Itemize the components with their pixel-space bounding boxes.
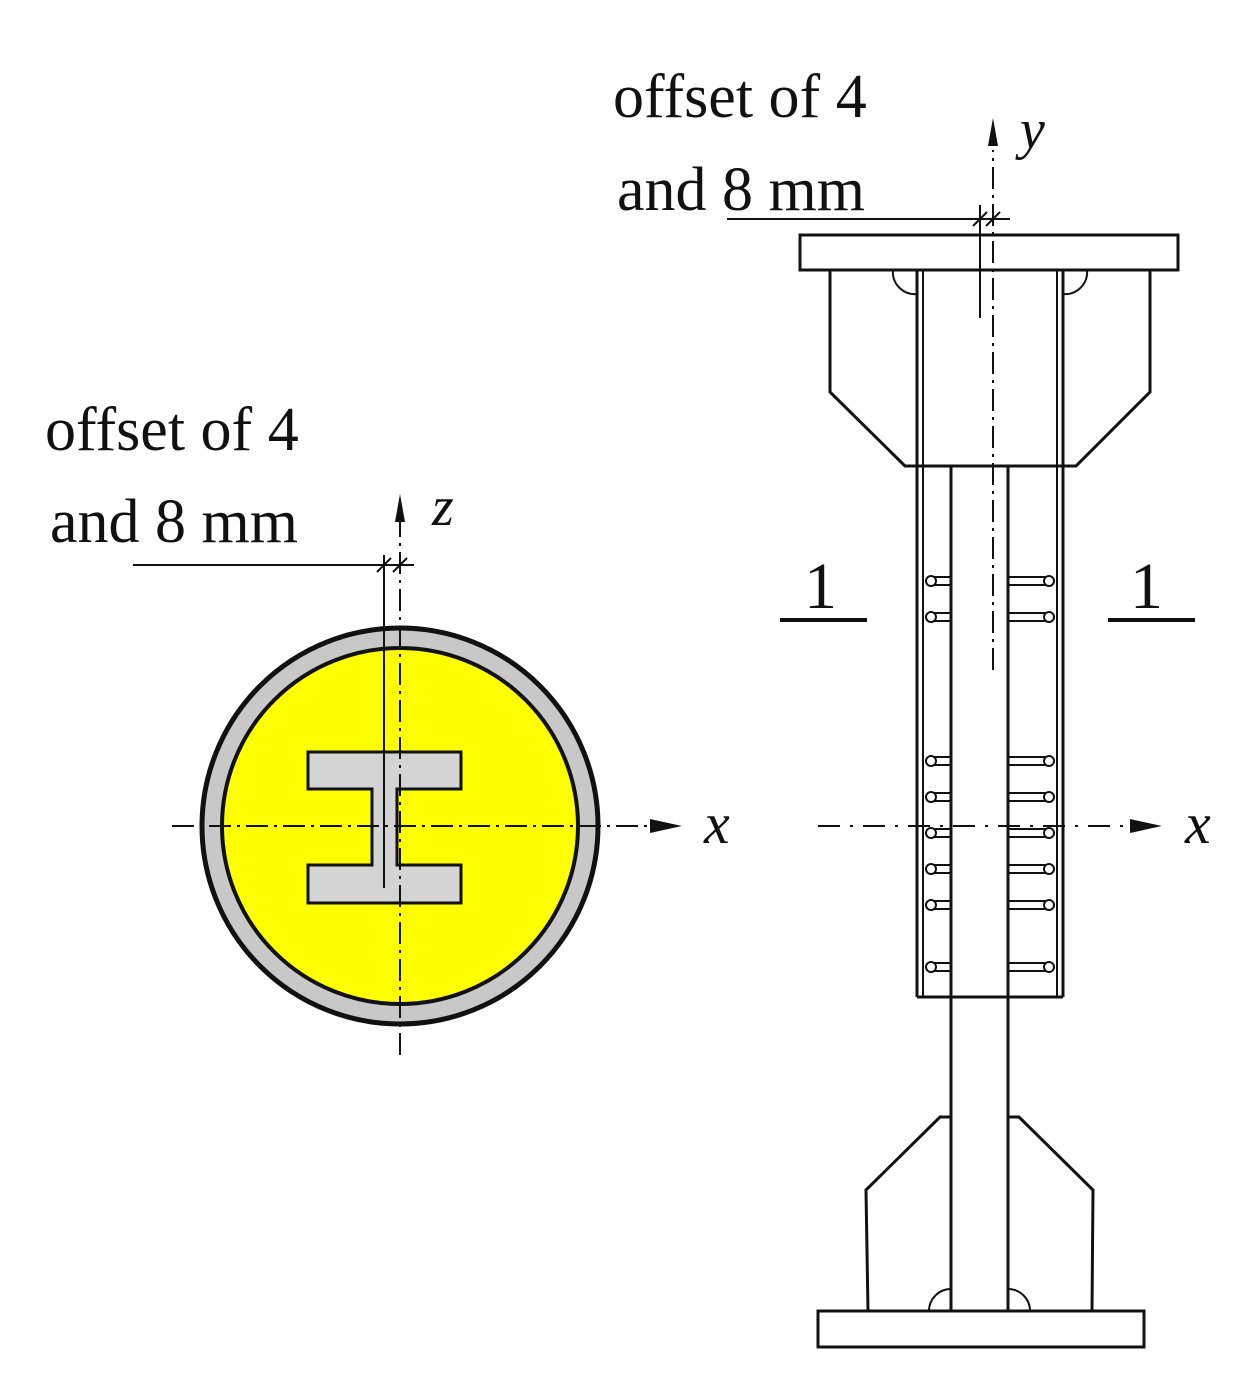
offset-tick-left-b [392,557,408,573]
stud-row [925,863,1055,875]
x-axis-label-right: x [1184,791,1211,856]
offset-tick-right-a [972,211,988,227]
offset-tick-left-a [376,557,392,573]
y-axis-label: y [1015,99,1045,161]
stud-row [925,961,1055,973]
stud-row [925,755,1055,767]
weld-bottom-right [1007,1288,1031,1312]
bottom-cap-right-outline [1008,1115,1095,1312]
section-mark-right-label: 1 [1130,550,1163,623]
z-axis-arrow [395,494,405,522]
offset-tick-right-b [985,211,1001,227]
offset-label-left-line2: and 8 mm [50,488,298,556]
shear-studs [925,575,1055,973]
section-mark-left-label: 1 [804,550,837,623]
weld-top-left [891,269,918,296]
bottom-plate [816,1309,1146,1349]
x-axis-arrow-left [650,819,682,833]
top-cap-left-outline [828,270,918,468]
y-axis-arrow [988,118,998,146]
stud-row [925,827,1055,839]
top-cap-right-outline [1062,270,1152,468]
weld-bottom-left [928,1288,952,1312]
x-axis-arrow-right [1130,819,1162,833]
stud-row [925,899,1055,911]
elevation-view: offset of 4 and 8 mm y x 1 1 [613,63,1211,1349]
stud-row [925,575,1055,587]
weld-top-right [1062,269,1089,296]
offset-label-right-line2: and 8 mm [617,156,865,224]
cross-section-view: offset of 4 and 8 mm z x [45,396,730,1055]
offset-label-left-line1: offset of 4 [45,396,299,464]
z-axis-label: z [431,476,454,538]
bottom-cap-left-outline [864,1115,951,1312]
top-plate [798,233,1180,272]
x-axis-label-left: x [703,791,730,856]
offset-label-right-line1: offset of 4 [613,63,867,131]
stud-row [925,611,1055,623]
stud-row [925,791,1055,803]
